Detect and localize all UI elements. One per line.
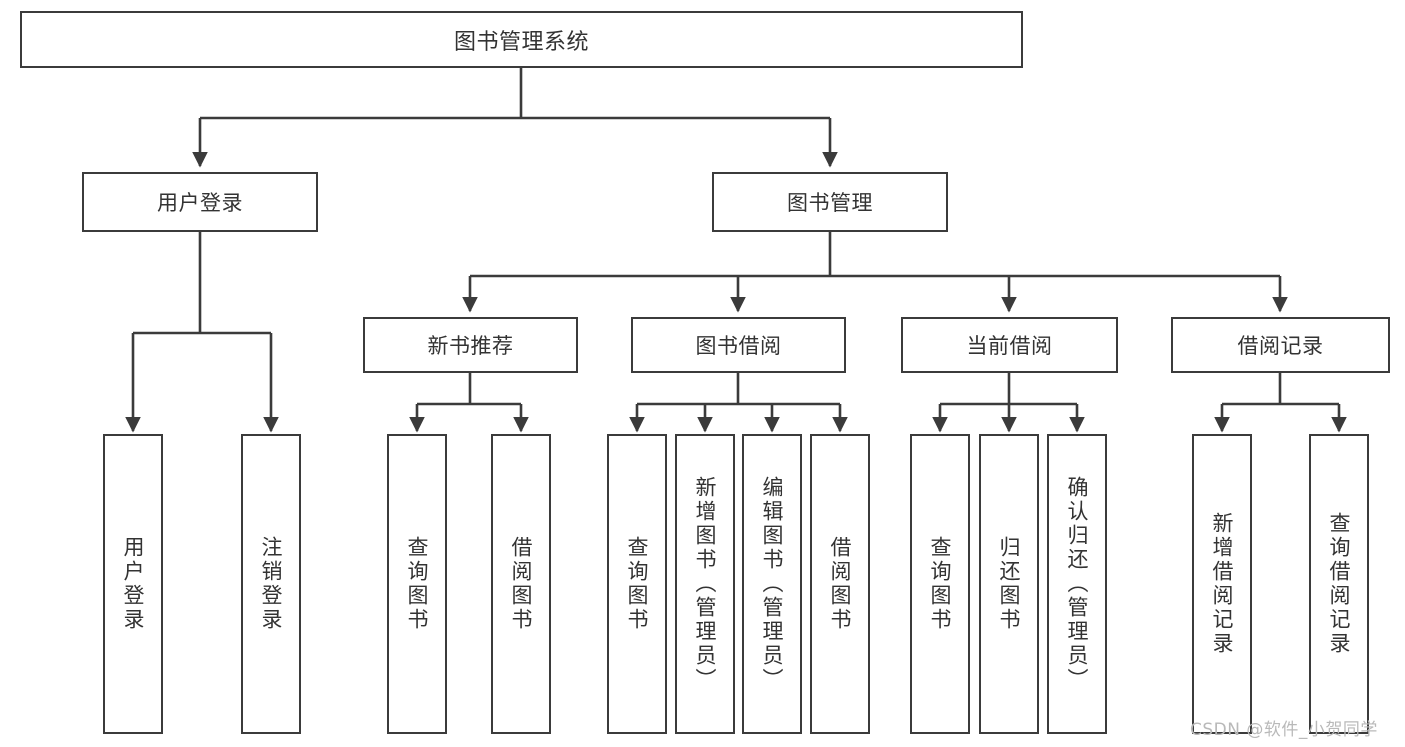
node-leaf-query-book-3-label: 查询图书 xyxy=(928,536,953,632)
node-leaf-borrow-book-1-label: 借阅图书 xyxy=(509,536,534,632)
node-leaf-query-book-2[interactable]: 查询图书 xyxy=(607,434,667,734)
node-leaf-add-book-admin-label: 新增图书（管理员） xyxy=(693,476,718,692)
node-leaf-logout[interactable]: 注销登录 xyxy=(241,434,301,734)
node-leaf-query-borrow-record-label: 查询借阅记录 xyxy=(1327,512,1352,656)
node-leaf-confirm-return-admin-label: 确认归还（管理员） xyxy=(1065,476,1090,692)
node-new-book-recommend[interactable]: 新书推荐 xyxy=(363,317,578,373)
node-leaf-add-borrow-record[interactable]: 新增借阅记录 xyxy=(1192,434,1252,734)
node-leaf-borrow-book-1[interactable]: 借阅图书 xyxy=(491,434,551,734)
node-borrow-records-label: 借阅记录 xyxy=(1237,334,1324,358)
node-new-book-recommend-label: 新书推荐 xyxy=(427,334,514,358)
node-borrow-records[interactable]: 借阅记录 xyxy=(1171,317,1390,373)
node-user-login[interactable]: 用户登录 xyxy=(82,172,318,232)
node-leaf-logout-label: 注销登录 xyxy=(259,536,284,632)
node-leaf-query-book-1-label: 查询图书 xyxy=(405,536,430,632)
node-book-borrow-label: 图书借阅 xyxy=(695,334,782,358)
node-root-label: 图书管理系统 xyxy=(453,29,589,55)
node-leaf-user-login-label: 用户登录 xyxy=(121,536,146,632)
node-current-borrow-label: 当前借阅 xyxy=(966,334,1053,358)
node-book-management[interactable]: 图书管理 xyxy=(712,172,948,232)
node-leaf-query-book-2-label: 查询图书 xyxy=(625,536,650,632)
node-book-borrow[interactable]: 图书借阅 xyxy=(631,317,846,373)
node-user-login-label: 用户登录 xyxy=(157,191,243,215)
node-leaf-edit-book-admin-label: 编辑图书（管理员） xyxy=(760,476,785,692)
node-current-borrow[interactable]: 当前借阅 xyxy=(901,317,1118,373)
node-leaf-add-borrow-record-label: 新增借阅记录 xyxy=(1210,512,1235,656)
watermark-text: CSDN @软件_小贺同学 xyxy=(1190,720,1378,740)
node-leaf-edit-book-admin[interactable]: 编辑图书（管理员） xyxy=(742,434,802,734)
node-leaf-user-login[interactable]: 用户登录 xyxy=(103,434,163,734)
node-leaf-borrow-book-2-label: 借阅图书 xyxy=(828,536,853,632)
node-leaf-add-book-admin[interactable]: 新增图书（管理员） xyxy=(675,434,735,734)
node-leaf-query-book-1[interactable]: 查询图书 xyxy=(387,434,447,734)
node-leaf-query-book-3[interactable]: 查询图书 xyxy=(910,434,970,734)
node-leaf-confirm-return-admin[interactable]: 确认归还（管理员） xyxy=(1047,434,1107,734)
node-leaf-borrow-book-2[interactable]: 借阅图书 xyxy=(810,434,870,734)
node-book-management-label: 图书管理 xyxy=(787,191,873,215)
node-root[interactable]: 图书管理系统 xyxy=(20,11,1023,68)
node-leaf-return-book[interactable]: 归还图书 xyxy=(979,434,1039,734)
node-leaf-query-borrow-record[interactable]: 查询借阅记录 xyxy=(1309,434,1369,734)
node-leaf-return-book-label: 归还图书 xyxy=(997,536,1022,632)
